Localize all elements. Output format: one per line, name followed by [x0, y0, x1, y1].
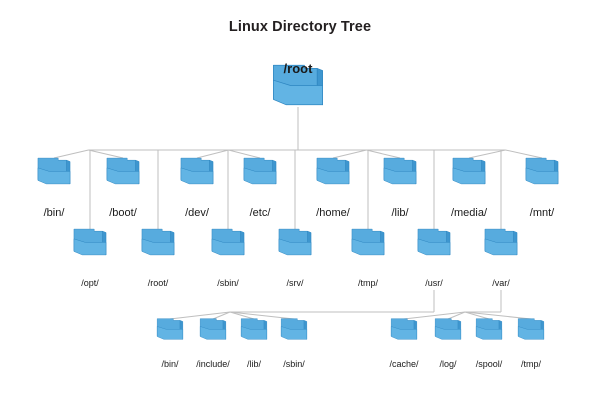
folder-icon-/media/: [452, 157, 486, 185]
node-label-/var//log/: /log/: [439, 359, 457, 369]
folder-icon-/var//log/: [434, 318, 462, 340]
node-label-/var//cache/: /cache/: [389, 359, 419, 369]
branch-to-/mnt/: [505, 149, 543, 159]
node-label-/bin/: /bin/: [43, 207, 65, 219]
folder-icon-/lib/: [383, 157, 417, 185]
branch-to-/boot/: [88, 149, 124, 159]
folder-icon-/tmp/: [351, 228, 385, 256]
folder-icon-/sbin/: [211, 228, 245, 256]
branch-/usr/-/lib/: [229, 311, 255, 320]
folder-icon-/var//tmp/: [517, 318, 545, 340]
branch-to-/etc/: [228, 149, 261, 159]
node-label-/srv/: /srv/: [286, 278, 304, 288]
folder-icon-/var//spool/: [475, 318, 503, 340]
folder-icon-/boot/: [106, 157, 140, 185]
node-label-/etc/: /etc/: [249, 207, 271, 219]
folder-icon-/opt/: [73, 228, 107, 256]
node-label-/usr//include/: /include/: [196, 359, 230, 369]
node-label-/sbin/: /sbin/: [217, 278, 239, 288]
branch-to-/bin/: [53, 149, 89, 159]
node-label-/home/: /home/: [316, 207, 350, 219]
branch-/usr/-/bin/: [169, 311, 231, 320]
branch-to-/lib/: [366, 149, 401, 159]
folder-icon-/etc/: [243, 157, 277, 185]
folder-icon-/root/: [141, 228, 175, 256]
node-label-/lib/: /lib/: [391, 207, 409, 219]
node-label-/var//tmp/: /tmp/: [520, 359, 542, 369]
folder-icon-/usr/: [417, 228, 451, 256]
folder-icons: [37, 64, 559, 340]
folder-icon-/mnt/: [525, 157, 559, 185]
branch-/var/-/cache/: [403, 311, 466, 320]
node-label-root: /root: [283, 61, 313, 76]
node-label-/var/: /var/: [492, 278, 510, 288]
branch-to-/media/: [468, 149, 506, 159]
folder-icon-/var//cache/: [390, 318, 418, 340]
branch-to-/home/: [332, 149, 367, 159]
page-title: Linux Directory Tree: [228, 19, 372, 35]
folder-icon-/dev/: [180, 157, 214, 185]
node-label-/tmp/: /tmp/: [357, 278, 379, 288]
folder-icon-/var/: [484, 228, 518, 256]
folder-icon-/usr//include/: [199, 318, 227, 340]
node-label-/boot/: /boot/: [109, 207, 137, 219]
node-label-/var//spool/: /spool/: [475, 359, 503, 369]
node-label-/usr//bin/: /bin/: [161, 359, 179, 369]
branch-/var/-/log/: [447, 311, 466, 320]
branch-to-/dev/: [196, 149, 229, 159]
branch-/var/-/spool/: [464, 311, 490, 320]
folder-icon-/usr//lib/: [240, 318, 268, 340]
connector-lines: [53, 107, 543, 320]
folder-icon-/usr//sbin/: [280, 318, 308, 340]
folder-icon-/usr//bin/: [156, 318, 184, 340]
folder-icon-/bin/: [37, 157, 71, 185]
node-label-/mnt/: /mnt/: [529, 207, 555, 219]
folder-icon-/home/: [316, 157, 350, 185]
node-label-/opt/: /opt/: [81, 278, 99, 288]
branch-/usr/-/include/: [212, 311, 231, 320]
node-label-/usr//sbin/: /sbin/: [283, 359, 305, 369]
node-label-/usr/: /usr/: [425, 278, 443, 288]
node-label-/usr//lib/: /lib/: [246, 359, 262, 369]
node-label-/media/: /media/: [450, 207, 488, 219]
node-label-/root/: /root/: [147, 278, 169, 288]
branch-/var/-/tmp/: [464, 311, 532, 320]
folder-icon-/srv/: [278, 228, 312, 256]
node-label-/dev/: /dev/: [185, 207, 209, 219]
branch-/usr/-/sbin/: [229, 311, 295, 320]
